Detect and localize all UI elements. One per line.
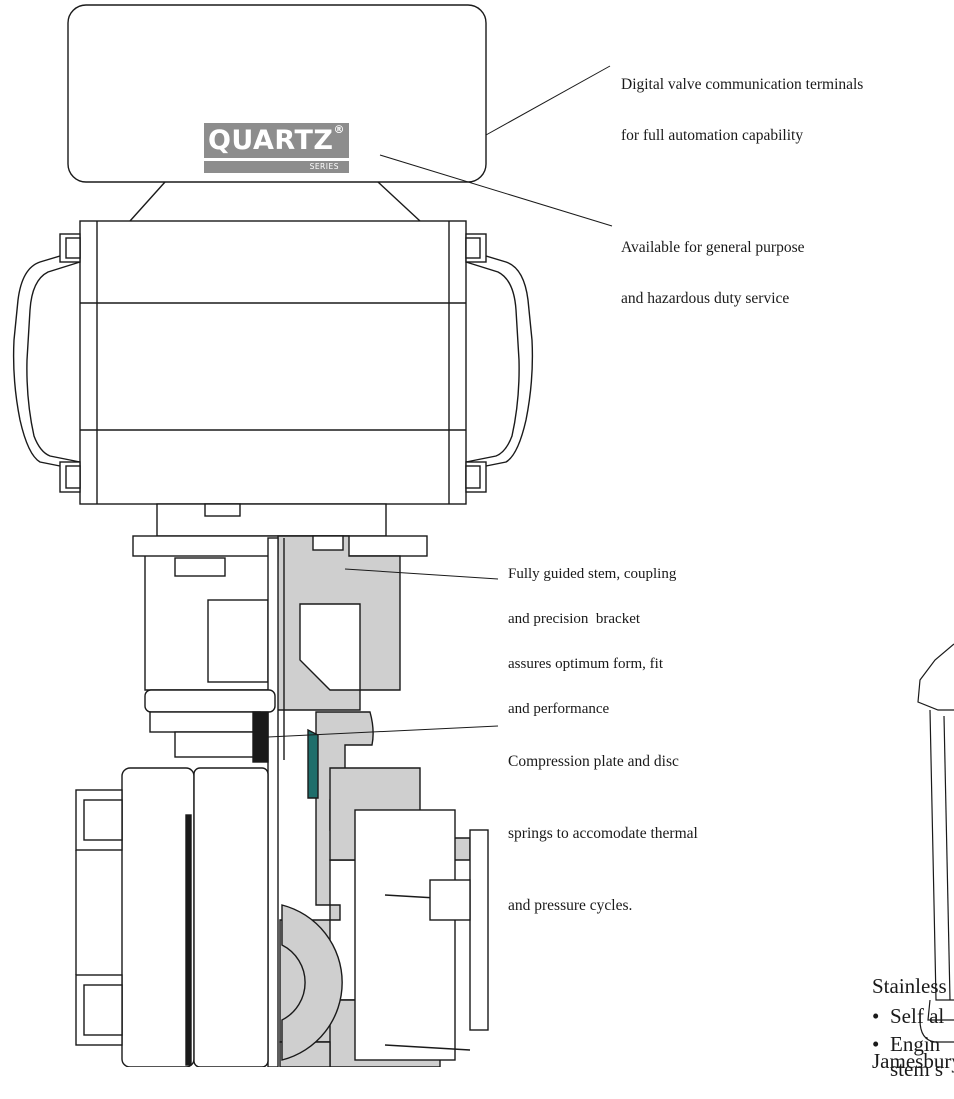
callout-line: and pressure cycles. bbox=[508, 897, 633, 914]
bullet-item: Engin bbox=[872, 1032, 944, 1057]
callout-line: assures optimum form, fit bbox=[508, 656, 663, 672]
quartz-logo-wordmark: QUARTZ® bbox=[204, 123, 349, 158]
callout-line: Digital valve communication terminals bbox=[621, 76, 864, 93]
callout-line: Available for general purpose bbox=[621, 239, 805, 256]
callout-compression-plate: Compression plate and disc springs to ac… bbox=[508, 702, 698, 942]
callout-line: Fully guided stem, coupling bbox=[508, 566, 677, 582]
mounting-bracket bbox=[132, 503, 428, 691]
valve-cutaway-diagram bbox=[12, 4, 954, 1067]
feature-bullets: Self al Engin stem s bbox=[872, 1004, 944, 1082]
bullet-item: Self al bbox=[872, 1004, 944, 1029]
valve-stem bbox=[267, 537, 279, 1067]
leader-lines bbox=[267, 65, 613, 738]
quartz-logo-series: SERIES bbox=[204, 161, 349, 173]
callout-guided-stem: Fully guided stem, coupling and precisio… bbox=[508, 537, 676, 732]
valve-body bbox=[75, 767, 489, 1067]
bullet-item-continuation: stem s bbox=[890, 1057, 944, 1081]
callout-line: for full automation capability bbox=[621, 127, 804, 144]
controller-housing bbox=[67, 4, 487, 183]
actuator-body bbox=[12, 220, 534, 505]
side-heading-line-1: Stainless bbox=[872, 974, 947, 998]
callout-line: and hazardous duty service bbox=[621, 290, 790, 307]
compression-plate bbox=[144, 689, 276, 763]
quartz-logo: QUARTZ® SERIES bbox=[204, 123, 349, 174]
callout-line: Compression plate and disc bbox=[508, 753, 679, 770]
callout-line: and precision bracket bbox=[508, 611, 641, 627]
callout-line: and performance bbox=[508, 701, 610, 717]
callout-general-purpose: Available for general purpose and hazard… bbox=[621, 205, 804, 324]
callout-line: springs to accomodate thermal bbox=[508, 825, 698, 842]
callout-communication-terminals: Digital valve communication terminals fo… bbox=[621, 42, 863, 161]
